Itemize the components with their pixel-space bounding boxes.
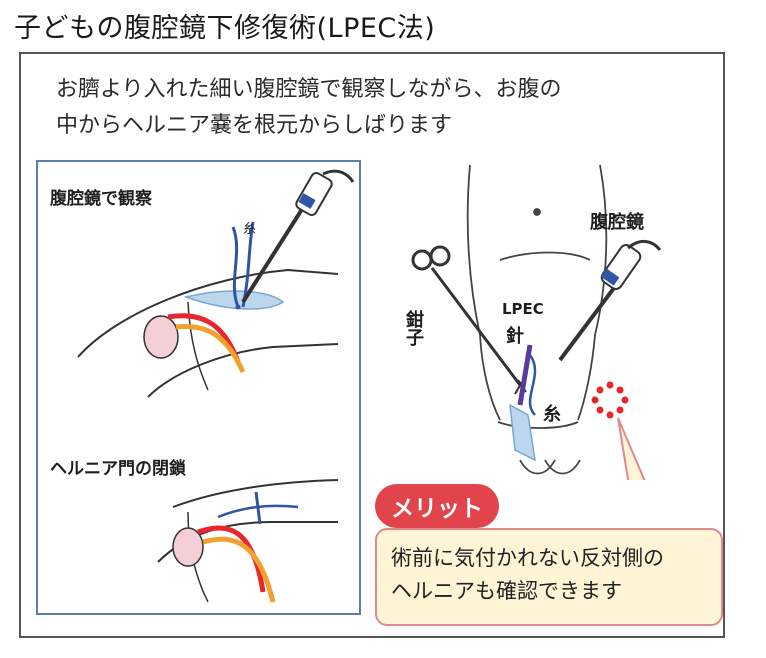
opposite-side-marker — [591, 381, 629, 419]
forceps — [411, 245, 527, 395]
label-hernia-closure: ヘルニア門の閉鎖 — [50, 459, 186, 479]
left-illustration — [77, 169, 355, 603]
observation-illustration — [77, 169, 355, 398]
lpec-needle — [517, 344, 533, 406]
merit-callout: メリット 術前に気付かれない反対側の ヘルニアも確認できます — [370, 470, 725, 640]
intro-line-1: お臍より入れた細い腹腔鏡で観察しながら、お腹の — [56, 77, 562, 102]
merit-line-2: ヘルニアも確認できます — [391, 579, 622, 603]
intro-text: お臍より入れた細い腹腔鏡で観察しながら、お腹の 中からヘルニア嚢を根元からしばり… — [56, 72, 706, 144]
knot — [235, 304, 241, 310]
body-illustration — [411, 164, 662, 480]
label-observation: 腹腔鏡で観察 — [50, 189, 152, 209]
label-lpec: LPEC — [502, 300, 544, 318]
callout-pointer — [617, 417, 646, 480]
sac-closed — [217, 504, 299, 519]
page-title: 子どもの腹腔鏡下修復術(LPEC法) — [14, 13, 436, 44]
label-thread-left: 糸 — [243, 222, 257, 237]
abdomen-outline-2 — [172, 479, 339, 508]
label-needle: 針 — [506, 326, 524, 347]
right-illustration-panel: 腹腔鏡 鉗子 LPEC 針 糸 — [370, 160, 710, 480]
content-frame — [19, 52, 725, 638]
vessel-orange — [175, 324, 246, 374]
merit-box: 術前に気付かれない反対側の ヘルニアも確認できます — [375, 528, 723, 626]
closure-illustration — [157, 479, 339, 603]
testis-2 — [172, 527, 204, 567]
label-thread-right: 糸 — [543, 404, 561, 425]
label-forceps: 鉗子 — [403, 310, 424, 346]
label-laparoscope: 腹腔鏡 — [590, 212, 644, 233]
testis — [143, 315, 179, 359]
abdomen-outline — [77, 268, 339, 358]
laparoscope-band — [298, 193, 316, 209]
thread-right — [528, 354, 537, 416]
vessel-orange-2 — [202, 536, 276, 603]
hernia-sac-right — [509, 403, 536, 462]
laparoscope-cable — [322, 169, 355, 183]
closure-knot — [254, 491, 262, 525]
laparoscope-handle — [295, 172, 333, 216]
vessel-red-2 — [197, 525, 266, 593]
thread — [231, 226, 240, 308]
groin-outline — [147, 343, 339, 398]
intro-line-2: 中からヘルニア嚢を根元からしばります — [56, 113, 453, 138]
laparoscope — [558, 240, 662, 362]
left-illustration-panel: 腹腔鏡で観察 糸 ヘルニア門の閉鎖 — [36, 160, 361, 615]
merit-badge: メリット — [375, 484, 499, 528]
torso-outline — [466, 164, 608, 475]
merit-line-1: 術前に気付かれない反対側の — [391, 546, 664, 570]
